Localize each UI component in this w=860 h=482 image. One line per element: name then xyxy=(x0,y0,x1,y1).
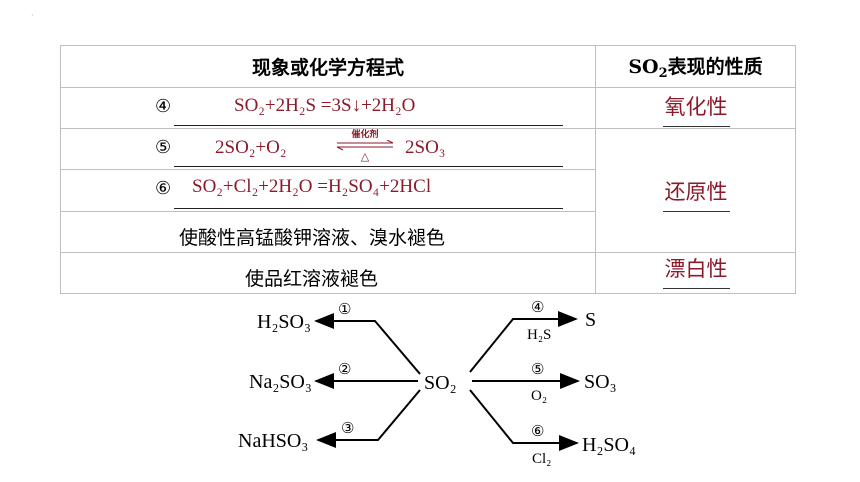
branch-num-1: ① xyxy=(338,302,351,318)
table-row: 使品红溶液褪色 漂白性 xyxy=(60,251,796,295)
row-6-cell: ⑥ SO₂+Cl₂+2H₂O =H₂SO₄+2HCl xyxy=(60,169,596,212)
property-oxidizing-cell: 氧化性 xyxy=(595,87,796,130)
arrow-6-icon xyxy=(469,389,579,451)
arrow-1-icon xyxy=(314,313,421,375)
reagent-h2s: H₂S xyxy=(527,327,551,343)
property-bleaching-cell: 漂白性 xyxy=(595,251,796,295)
property-reducing: 还原性 xyxy=(662,176,730,213)
table-row: 使酸性高锰酸钾溶液、溴水褪色 xyxy=(60,210,796,253)
product-so3: SO₃ xyxy=(584,371,617,393)
catalyst-label: 催化剂 xyxy=(351,130,379,141)
reagent-cl2: Cl₂ xyxy=(532,451,551,467)
row-number: ⑥ xyxy=(155,178,172,200)
header-phenomenon: 现象或化学方程式 xyxy=(60,44,596,89)
row-4-cell: ④ SO₂+2H₂S =3S↓+2H₂O xyxy=(60,87,596,130)
property-oxidizing: 氧化性 xyxy=(662,91,730,128)
equation-5-left: 2SO₂+O₂ xyxy=(215,137,287,159)
arrow-4-icon xyxy=(469,311,578,373)
product-nahso3: NaHSO₃ xyxy=(238,430,308,452)
phenomenon-kmno4-bromine: 使酸性高锰酸钾溶液、溴水褪色 xyxy=(179,226,446,249)
center-so2: SO₂ xyxy=(424,372,457,394)
row-magenta-cell: 使品红溶液褪色 xyxy=(60,251,596,295)
answer-line xyxy=(174,166,563,168)
row-decolor-cell: 使酸性高锰酸钾溶液、溴水褪色 xyxy=(60,210,596,253)
branch-num-2: ② xyxy=(338,362,351,378)
property-bleaching: 漂白性 xyxy=(662,253,730,289)
property-reducing-cell: 还原性 xyxy=(595,128,796,253)
row-number: ⑤ xyxy=(155,137,172,159)
product-s: S xyxy=(585,309,596,331)
row-5-cell: ⑤ 2SO₂+O₂ 催化剂 △ 2SO₃ xyxy=(60,128,596,171)
equation-4: SO₂+2H₂S =3S↓+2H₂O xyxy=(234,95,416,117)
arrow-3-icon xyxy=(316,389,421,448)
branch-num-3: ③ xyxy=(341,421,354,437)
phenomenon-magenta: 使品红溶液褪色 xyxy=(245,267,379,290)
reversible-arrow-icon xyxy=(336,140,394,151)
branch-num-6: ⑥ xyxy=(531,424,544,440)
table-row: ⑥ SO₂+Cl₂+2H₂O =H₂SO₄+2HCl xyxy=(60,169,796,212)
product-h2so4: H₂SO₄ xyxy=(582,434,636,456)
table-row: ⑤ 2SO₂+O₂ 催化剂 △ 2SO₃ 还原性 xyxy=(60,128,796,253)
branch-num-5: ⑤ xyxy=(531,362,544,378)
equation-5-right: 2SO₃ xyxy=(405,137,446,159)
answer-line xyxy=(174,125,563,127)
equation-6: SO₂+Cl₂+2H₂O =H₂SO₄+2HCl xyxy=(192,176,432,198)
table-row: ④ SO₂+2H₂S =3S↓+2H₂O 氧化性 xyxy=(60,87,796,130)
reagent-o2: O₂ xyxy=(531,388,547,404)
answer-line xyxy=(174,207,563,209)
product-na2so3: Na₂SO₃ xyxy=(249,371,312,393)
header-property: SO2表现的性质 xyxy=(595,44,796,89)
row-number: ④ xyxy=(155,96,172,118)
condition-label: △ xyxy=(360,150,370,164)
corner-dot: · xyxy=(31,11,34,20)
so2-properties-table: 现象或化学方程式 SO2表现的性质 ④ SO₂+2H₂S =3S↓+2H₂O 氧… xyxy=(60,44,796,295)
product-h2so3: H₂SO₃ xyxy=(257,311,311,333)
branch-num-4: ④ xyxy=(531,300,544,316)
